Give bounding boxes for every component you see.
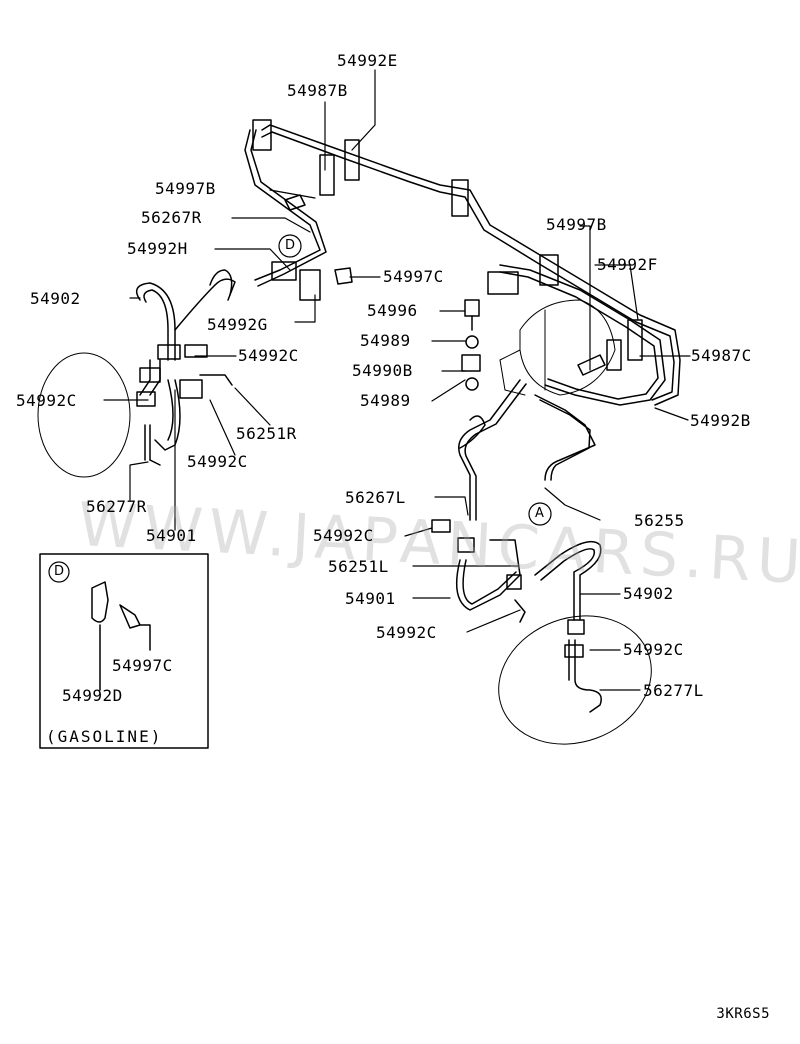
label-54901-left: 54901 (146, 526, 197, 545)
label-54989-a: 54989 (360, 331, 411, 350)
label-54990b: 54990B (352, 361, 413, 380)
hose-left (135, 269, 236, 466)
label-54992d: 54992D (62, 686, 123, 705)
label-54987b: 54987B (287, 81, 348, 100)
label-54997c-top: 54997C (383, 267, 444, 286)
callout-d-main (278, 234, 302, 258)
label-54992c-3: 54992C (313, 526, 374, 545)
callout-a-main (528, 502, 552, 526)
label-54989-b: 54989 (360, 391, 411, 410)
inset-callout-d-label: D (54, 564, 65, 579)
inset-gasoline-box (39, 553, 209, 749)
small-parts (284, 194, 606, 391)
label-54902-left: 54902 (30, 289, 81, 308)
label-54902-right: 54902 (623, 584, 674, 603)
brake-line-right (499, 264, 666, 406)
label-56251r: 56251R (236, 424, 297, 443)
main-brake-line-top (244, 124, 681, 406)
inset-gasoline-note: (GASOLINE) (46, 727, 163, 746)
label-54992e: 54992E (337, 51, 398, 70)
label-54997b-right: 54997B (546, 215, 607, 234)
callout-a-label: A (535, 506, 544, 521)
label-54992b: 54992B (690, 411, 751, 430)
label-56277l: 56277L (643, 681, 704, 700)
label-56267l: 56267L (345, 488, 406, 507)
master-cylinder-outline (499, 299, 616, 396)
label-54997b-top: 54997B (155, 179, 216, 198)
wheel-outline-right (498, 615, 652, 745)
label-56277r: 56277R (86, 497, 147, 516)
label-56267r: 56267R (141, 208, 202, 227)
label-54992c-5: 54992C (623, 640, 684, 659)
label-54992f: 54992F (597, 255, 658, 274)
brake-line-center (458, 379, 596, 521)
left-clips (136, 344, 233, 407)
drawing-code: 3KR6S5 (716, 1006, 770, 1022)
callout-d-label: D (285, 238, 296, 253)
label-54992c-4: 54992C (376, 623, 437, 642)
label-54996: 54996 (367, 301, 418, 320)
label-54992c-left: 54992C (16, 391, 77, 410)
label-54992c-2: 54992C (187, 452, 248, 471)
right-clips (431, 519, 584, 658)
callout-d-inset (48, 561, 70, 583)
bracket-top-left (252, 119, 643, 371)
label-54987c: 54987C (691, 346, 752, 365)
label-56251l: 56251L (328, 557, 389, 576)
label-54997c-inset: 54997C (112, 656, 173, 675)
leader-lines (103, 69, 691, 691)
label-54992c-1: 54992C (238, 346, 299, 365)
label-54992h: 54992H (127, 239, 188, 258)
wheel-outline-left (37, 352, 131, 478)
hose-right (455, 539, 602, 713)
label-54901-right: 54901 (345, 589, 396, 608)
inset-parts (91, 581, 151, 691)
label-56255: 56255 (634, 511, 685, 530)
label-54992g: 54992G (207, 315, 268, 334)
